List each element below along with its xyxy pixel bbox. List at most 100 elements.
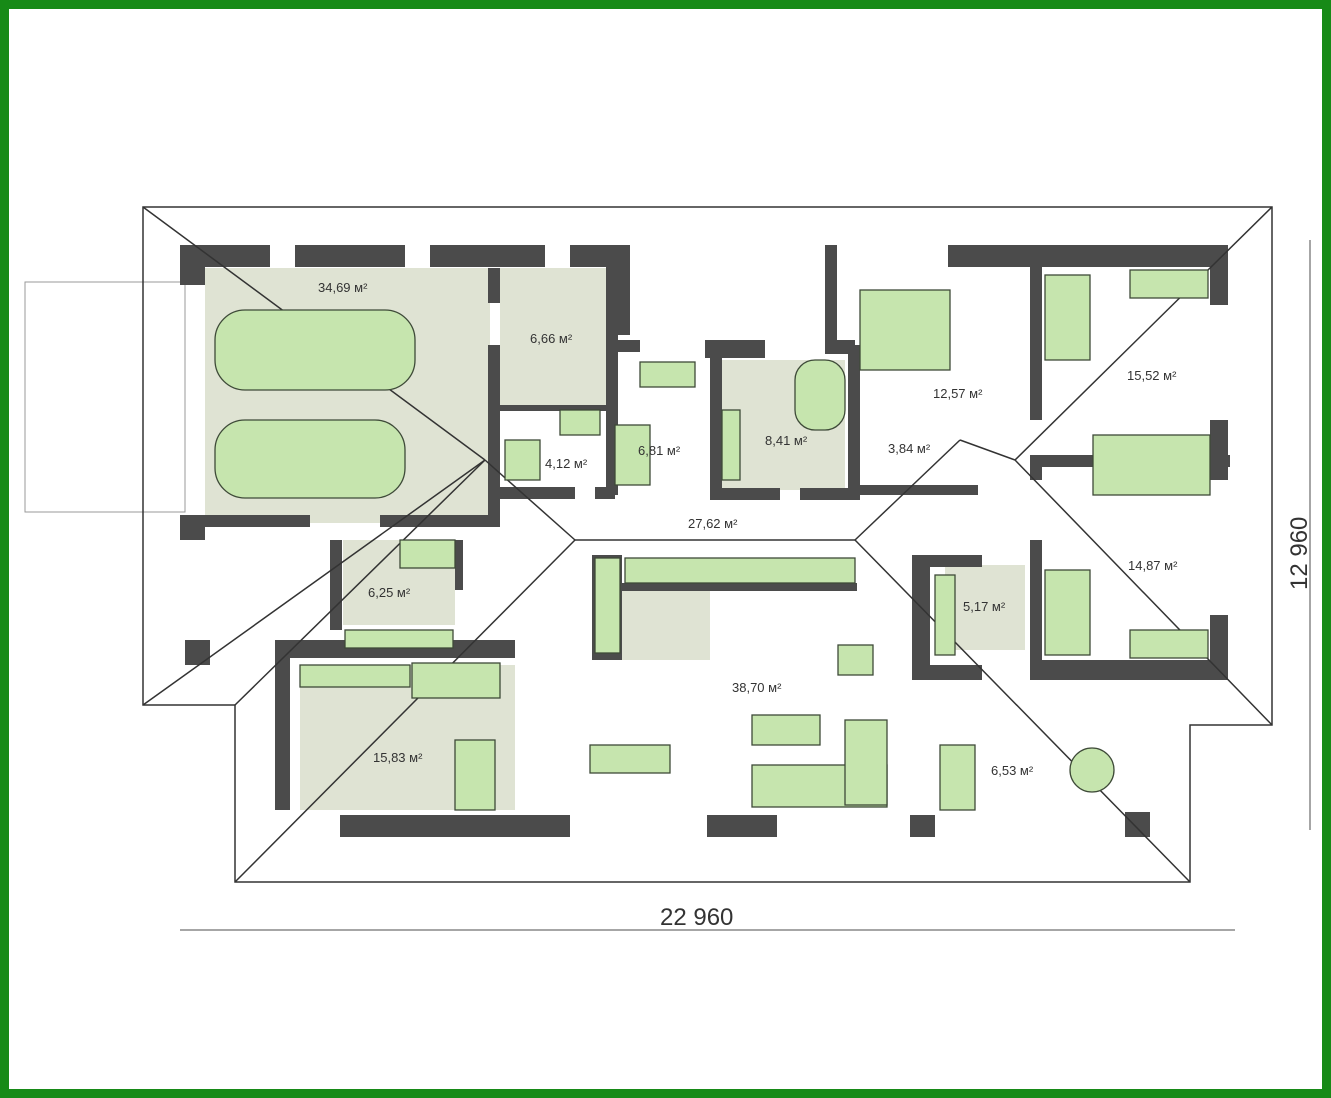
wall (595, 487, 615, 499)
width-dimension: 22 960 (660, 904, 733, 931)
wall (948, 245, 1228, 267)
roof-ridge (234, 539, 576, 883)
wall (710, 488, 780, 500)
room-area-master-bedroom: 12,57 м² (933, 386, 983, 401)
wall (500, 405, 608, 411)
room-area-hall: 27,62 м² (688, 516, 738, 531)
wall (380, 515, 500, 527)
roof-ridge (142, 459, 486, 706)
room-area-bedroom-2: 14,87 м² (1128, 558, 1178, 573)
wall (710, 340, 722, 500)
room-area-living: 38,70 м² (732, 680, 782, 695)
room-area-garage: 34,69 м² (318, 280, 368, 295)
room-floor (945, 565, 1025, 650)
room-area-utility: 6,66 м² (530, 331, 573, 346)
roof-ridge (1014, 459, 1273, 726)
wall (430, 245, 545, 267)
wall (912, 555, 930, 680)
wall (1210, 245, 1228, 305)
shower-icon (504, 439, 541, 481)
room-area-entrance: 6,25 м² (368, 585, 411, 600)
wall (848, 345, 860, 495)
wall (825, 245, 837, 345)
wall (1125, 812, 1150, 837)
kitchen-counter-icon (454, 739, 496, 811)
wall (1210, 420, 1228, 480)
fridge-icon (411, 662, 501, 699)
armchair-icon (751, 714, 821, 746)
bed-icon (859, 289, 951, 371)
kitchen-counter-icon (624, 557, 856, 584)
room-area-wardrobe: 3,84 м² (888, 441, 931, 456)
wall (606, 245, 630, 335)
wall (488, 268, 500, 303)
wall (180, 515, 310, 527)
wall (455, 540, 463, 590)
wall (1030, 660, 1228, 680)
room-floor (500, 268, 608, 406)
wardrobe-icon (1129, 269, 1209, 299)
wall (488, 345, 500, 525)
wall (1030, 455, 1042, 480)
desk-icon (639, 361, 696, 388)
room-area-study: 6,81 м² (638, 443, 681, 458)
desk-icon (1092, 434, 1211, 496)
room-area-terrace: 6,53 м² (991, 763, 1034, 778)
wardrobe-icon (344, 629, 454, 649)
sofa-icon (614, 424, 651, 486)
wall (1030, 265, 1042, 420)
wall (275, 640, 290, 810)
wall (707, 815, 777, 837)
room-area-bathroom: 8,41 м² (765, 433, 808, 448)
wall (275, 640, 515, 658)
room-area-boiler-bath: 4,12 м² (545, 456, 588, 471)
bed-icon (1044, 274, 1091, 361)
armchair-icon (837, 644, 874, 676)
depth-dimension: 12 960 (1286, 517, 1313, 590)
bathtub-icon (794, 359, 846, 431)
roof-ridge (234, 459, 486, 706)
kitchen-counter-icon (299, 664, 411, 688)
wall (610, 340, 640, 352)
wardrobe-icon (1129, 629, 1209, 659)
room-area-bedroom-1: 15,52 м² (1127, 368, 1177, 383)
roof-ridges (142, 206, 1273, 883)
wall (910, 815, 935, 837)
lounge-chair-icon (939, 744, 976, 811)
room-area-laundry: 5,17 м² (963, 599, 1006, 614)
bed-icon (1044, 569, 1091, 656)
roof-ridge (484, 459, 576, 541)
car-icon (214, 419, 406, 499)
roof-ridge (959, 439, 1016, 461)
kitchen-counter-icon (594, 557, 621, 654)
bench-icon (399, 539, 456, 569)
wall (330, 540, 342, 630)
wall (912, 665, 982, 680)
wall (180, 245, 205, 285)
room-labels: 34,69 м² 6,66 м² 4,12 м² 6,81 м² 8,41 м² 27,6… (318, 280, 1178, 778)
sink-icon (559, 409, 601, 436)
roof-ridge (1014, 206, 1273, 461)
car-icon (214, 309, 416, 391)
sofa-icon (844, 719, 888, 806)
wall (800, 488, 860, 500)
wall (860, 485, 978, 495)
wall (185, 640, 210, 665)
roof-ridge (854, 439, 961, 541)
room-area-kitchen: 15,83 м² (373, 750, 423, 765)
sink-icon (721, 409, 741, 481)
wall (1030, 540, 1042, 680)
wall (622, 583, 857, 591)
table-icon (1069, 747, 1115, 793)
wall (340, 815, 570, 837)
washer-icon (934, 574, 956, 656)
wall (825, 340, 855, 354)
wall (295, 245, 405, 267)
driveway (24, 281, 186, 513)
wall (500, 487, 575, 499)
roof-ridge (854, 539, 1191, 883)
furniture (214, 269, 1211, 811)
dining-table-icon (589, 744, 671, 774)
